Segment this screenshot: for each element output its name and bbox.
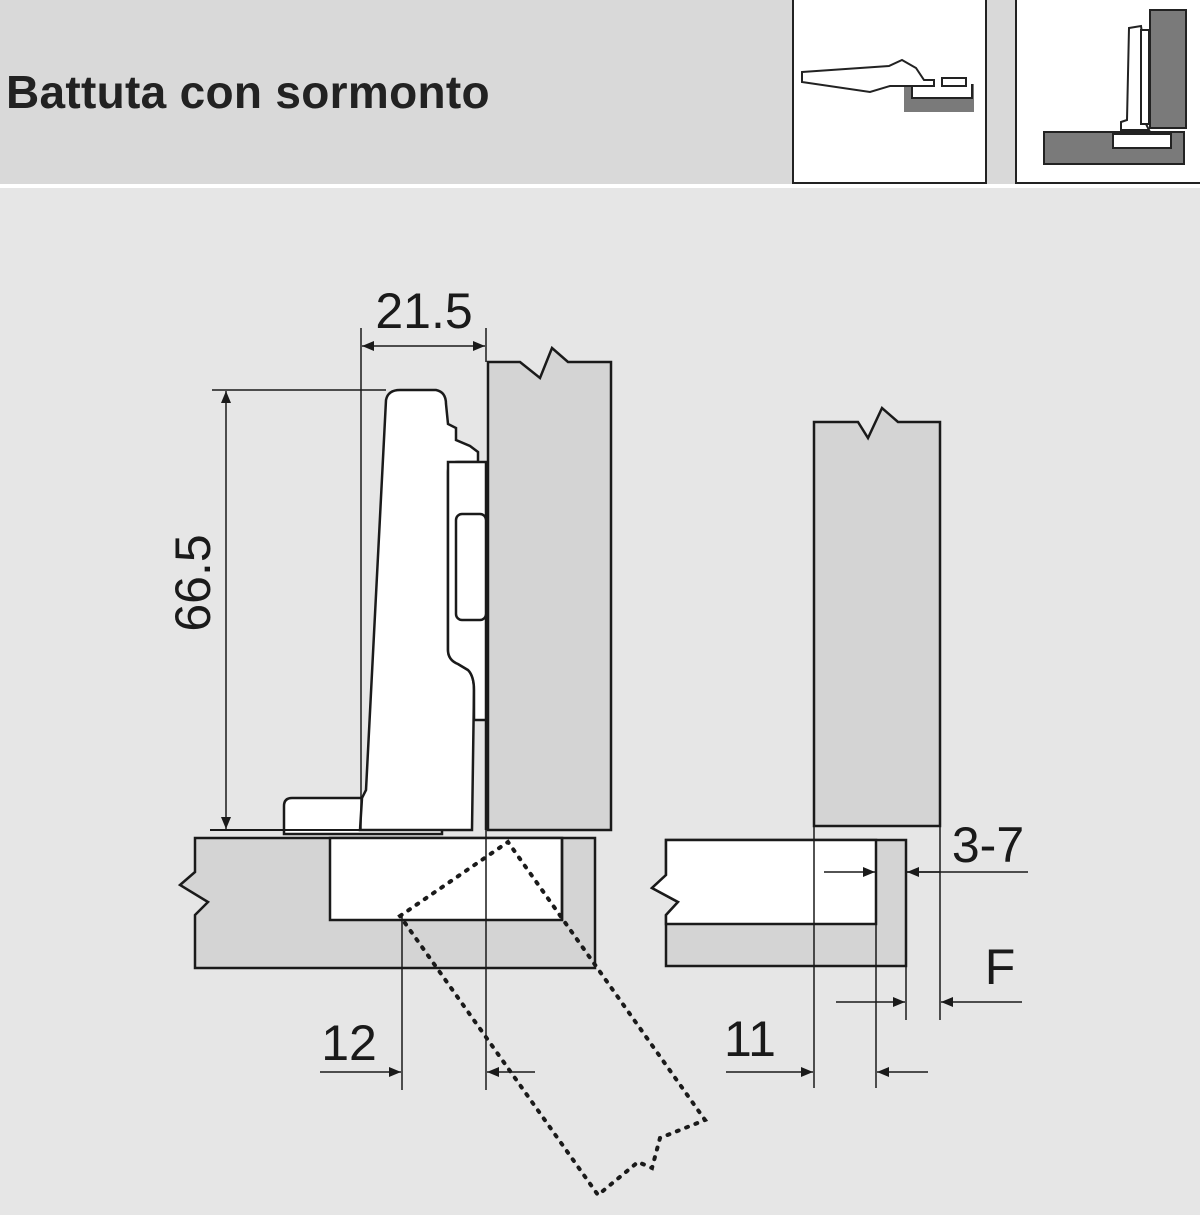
hinge-cup-recess	[328, 836, 564, 922]
dim-overlay-label: F	[985, 939, 1016, 995]
thumbnail-side-view	[1015, 0, 1200, 184]
hinge-top-view-icon	[801, 58, 974, 112]
side-panel-right	[812, 405, 942, 828]
thumbnail-top-view	[792, 0, 987, 184]
side-panel-left	[486, 345, 613, 832]
header-divider	[0, 184, 1200, 188]
hinge-side-view-icon	[1043, 9, 1187, 165]
header-bar: Battuta con sormonto	[0, 0, 1200, 184]
door-swing-outline	[397, 839, 709, 1198]
dim-door-edge-offset: 11	[724, 1011, 776, 1067]
dim-hinge-arm-width: 21.5	[375, 283, 472, 339]
door-top-face	[649, 838, 878, 926]
dim-hinge-height: 66.5	[165, 534, 221, 631]
page-title: Battuta con sormonto	[6, 66, 490, 118]
dim-overlay-range: 3-7	[952, 817, 1024, 873]
dim-cup-offset: 12	[321, 1015, 377, 1071]
